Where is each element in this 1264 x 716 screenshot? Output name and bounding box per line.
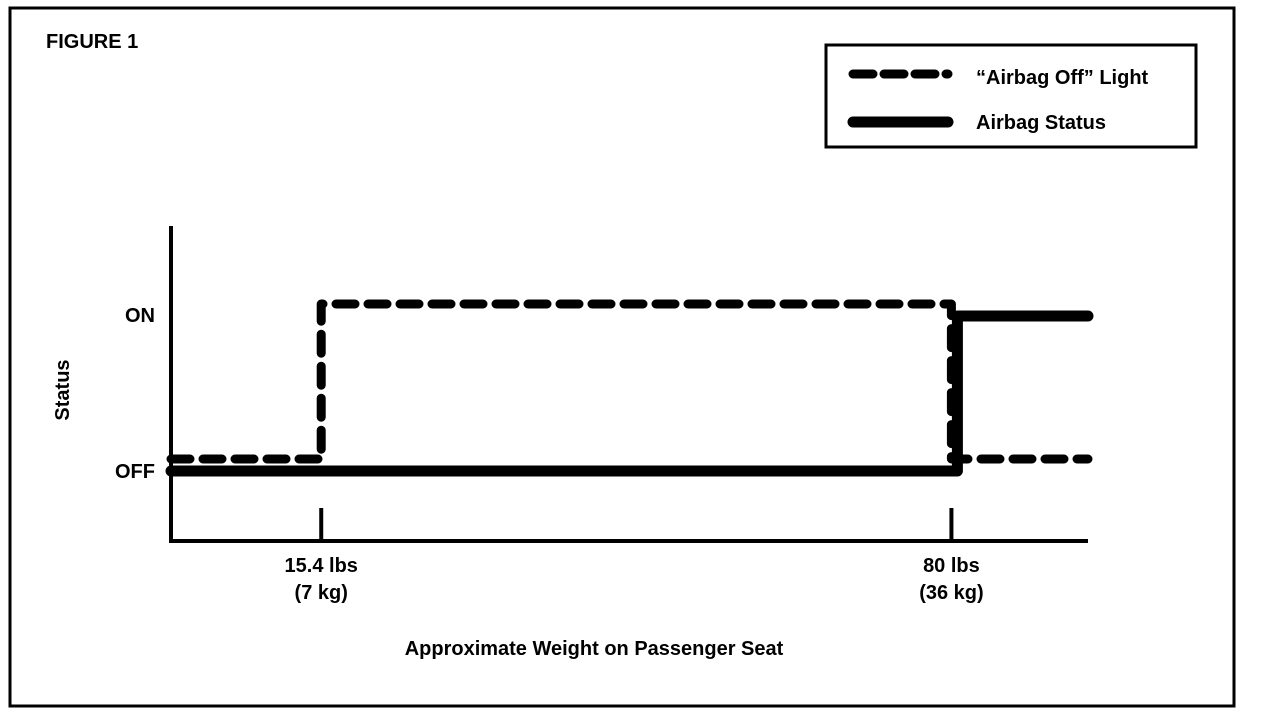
x-tick-label: 15.4 lbs	[285, 555, 358, 577]
y-tick-label-off: OFF	[115, 461, 155, 483]
x-tick-label: (7 kg)	[295, 582, 348, 604]
x-tick-label: 80 lbs	[923, 555, 980, 577]
x-tick-label: (36 kg)	[919, 582, 983, 604]
legend: “Airbag Off” Light Airbag Status	[824, 43, 1198, 149]
figure-frame	[8, 6, 1236, 708]
legend-box	[824, 43, 1198, 149]
series-layer	[165, 299, 1094, 477]
series-airbag-off-light	[166, 299, 1093, 464]
legend-label-airbag-status: Airbag Status	[976, 112, 1106, 134]
y-tick-label-on: ON	[125, 305, 155, 327]
legend-label-off-light: “Airbag Off” Light	[976, 67, 1149, 89]
figure-label: FIGURE 1	[46, 31, 138, 53]
series-airbag-status	[165, 310, 1094, 477]
y-axis-title: Status	[52, 359, 74, 420]
x-ticks: 15.4 lbs (7 kg) 80 lbs (36 kg)	[285, 508, 984, 604]
x-axis-title: Approximate Weight on Passenger Seat	[405, 638, 784, 660]
